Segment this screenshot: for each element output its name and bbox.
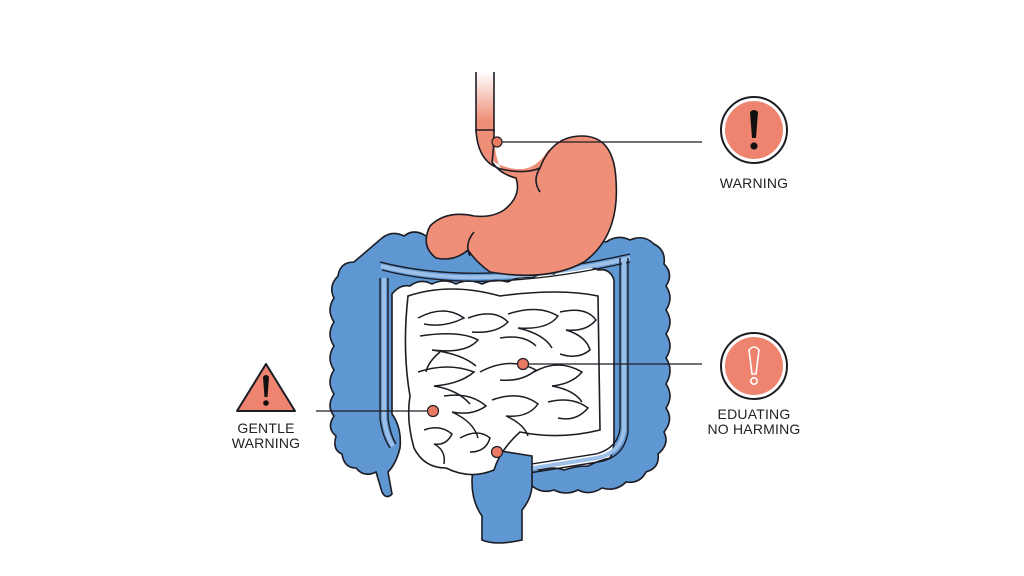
warning-triangle-icon (236, 363, 296, 412)
label-line: NO HARMING (707, 421, 801, 437)
label-line: EDUATING (717, 406, 791, 422)
marker-ileum (426, 404, 440, 418)
label-line: WARNING (719, 175, 789, 191)
callout-label-warning: WARNING (704, 176, 804, 191)
small-intestine (404, 288, 601, 476)
warning-circle-icon (720, 96, 788, 164)
label-line: WARNING (231, 435, 301, 451)
stomach (425, 72, 618, 277)
marker-esophagus (491, 136, 503, 148)
label-line: GENTLE (237, 420, 295, 436)
marker-small-intestine (516, 357, 530, 371)
callout-label-gentle: GENTLE WARNING (222, 421, 310, 451)
callout-label-educating: EDUATING NO HARMING (690, 407, 818, 437)
marker-sigmoid (490, 445, 504, 459)
leader-lines (316, 141, 702, 412)
info-exclamation-circle-icon (720, 332, 788, 400)
markers (426, 136, 530, 459)
large-intestine (329, 231, 671, 544)
